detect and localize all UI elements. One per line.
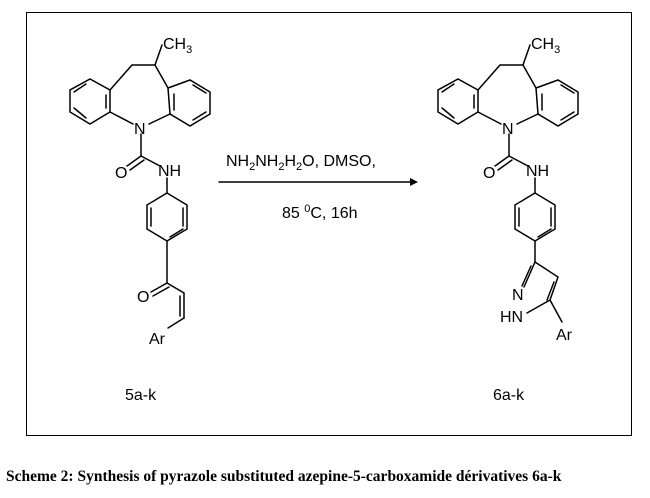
product-nitrogen-label: N bbox=[502, 121, 514, 138]
reactant-ketone-oxygen-label: O bbox=[137, 289, 149, 306]
pyrazole-ring bbox=[523, 261, 559, 314]
phenylene-ring bbox=[146, 192, 188, 242]
left-benzene-ring bbox=[69, 78, 111, 125]
scheme-frame bbox=[26, 12, 632, 436]
reactant-nitrogen-label: N bbox=[134, 121, 146, 138]
pyrazole-n-label: N bbox=[512, 287, 524, 304]
azepine-bridge-bond bbox=[109, 64, 169, 91]
product-left-benzene-ring bbox=[437, 78, 479, 125]
reactant-nh-label: NH bbox=[158, 163, 181, 180]
reactant-ar-label: Ar bbox=[149, 331, 166, 348]
reactant-compound-label: 5a-k bbox=[125, 387, 157, 404]
reagent-label: NH2NH2H2O, DMSO, bbox=[226, 153, 376, 173]
reactant-methyl-label: CH3 bbox=[163, 36, 192, 56]
product-structure bbox=[437, 44, 579, 323]
product-compound-label: 6a-k bbox=[493, 387, 525, 404]
reaction-arrow bbox=[218, 178, 418, 186]
reactant-amide-oxygen-label: O bbox=[115, 165, 127, 182]
pyrazole-hn-label: HN bbox=[500, 309, 523, 326]
product-ar-label: Ar bbox=[556, 327, 573, 344]
product-amide-oxygen-label: O bbox=[483, 165, 495, 182]
scheme-caption: Scheme 2: Synthesis of pyrazole substitu… bbox=[6, 468, 562, 485]
product-nh-label: NH bbox=[526, 163, 549, 180]
reactant-structure bbox=[69, 44, 211, 329]
product-methyl-label: CH3 bbox=[531, 36, 560, 56]
product-phenylene-ring bbox=[514, 192, 556, 242]
temperature-time-label: 85 0C, 16h bbox=[282, 203, 358, 222]
methyl-bond bbox=[154, 44, 163, 66]
product-azepine-bridge-bond bbox=[477, 64, 537, 91]
